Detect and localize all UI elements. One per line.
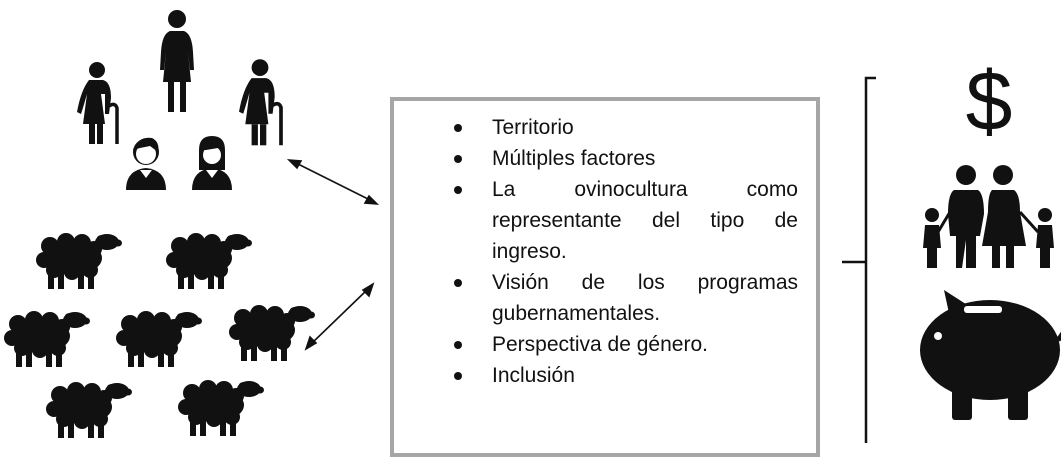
girl-icon bbox=[192, 136, 232, 190]
people-to-factors-arrow bbox=[286, 159, 380, 205]
boy-icon bbox=[126, 137, 166, 190]
elderly-man-with-cane-icon bbox=[237, 57, 283, 148]
elderly-woman-with-cane-icon bbox=[75, 60, 119, 146]
sheep-icon bbox=[36, 233, 122, 289]
factor-item: Territorio bbox=[454, 112, 798, 143]
factors-box bbox=[390, 97, 820, 457]
sheep-to-factors-arrow bbox=[304, 282, 375, 351]
factor-item: La ovinocultura como representante del t… bbox=[454, 174, 798, 267]
factor-item: Perspectiva de género. bbox=[454, 329, 798, 360]
piggy-bank-icon bbox=[920, 290, 1061, 420]
factor-item: Visión de los programas gubernamentales. bbox=[454, 267, 798, 329]
diagram-canvas bbox=[4, 10, 1061, 443]
sheep-icon bbox=[116, 311, 202, 367]
sheep-icon bbox=[46, 382, 132, 438]
outcomes-bracket bbox=[842, 76, 876, 443]
factor-item: Múltiples factores bbox=[454, 143, 798, 174]
sheep-icon bbox=[178, 380, 264, 436]
dollar-sign-icon: $ bbox=[965, 54, 1013, 148]
sheep-icon bbox=[229, 305, 315, 361]
factors-list: Territorio Múltiples factores La ovinocu… bbox=[454, 112, 798, 391]
family-icon bbox=[923, 165, 1054, 268]
factor-item: Inclusión bbox=[454, 360, 798, 391]
sheep-icon bbox=[166, 233, 252, 289]
sheep-icon bbox=[4, 311, 90, 367]
woman-icon bbox=[160, 10, 194, 112]
